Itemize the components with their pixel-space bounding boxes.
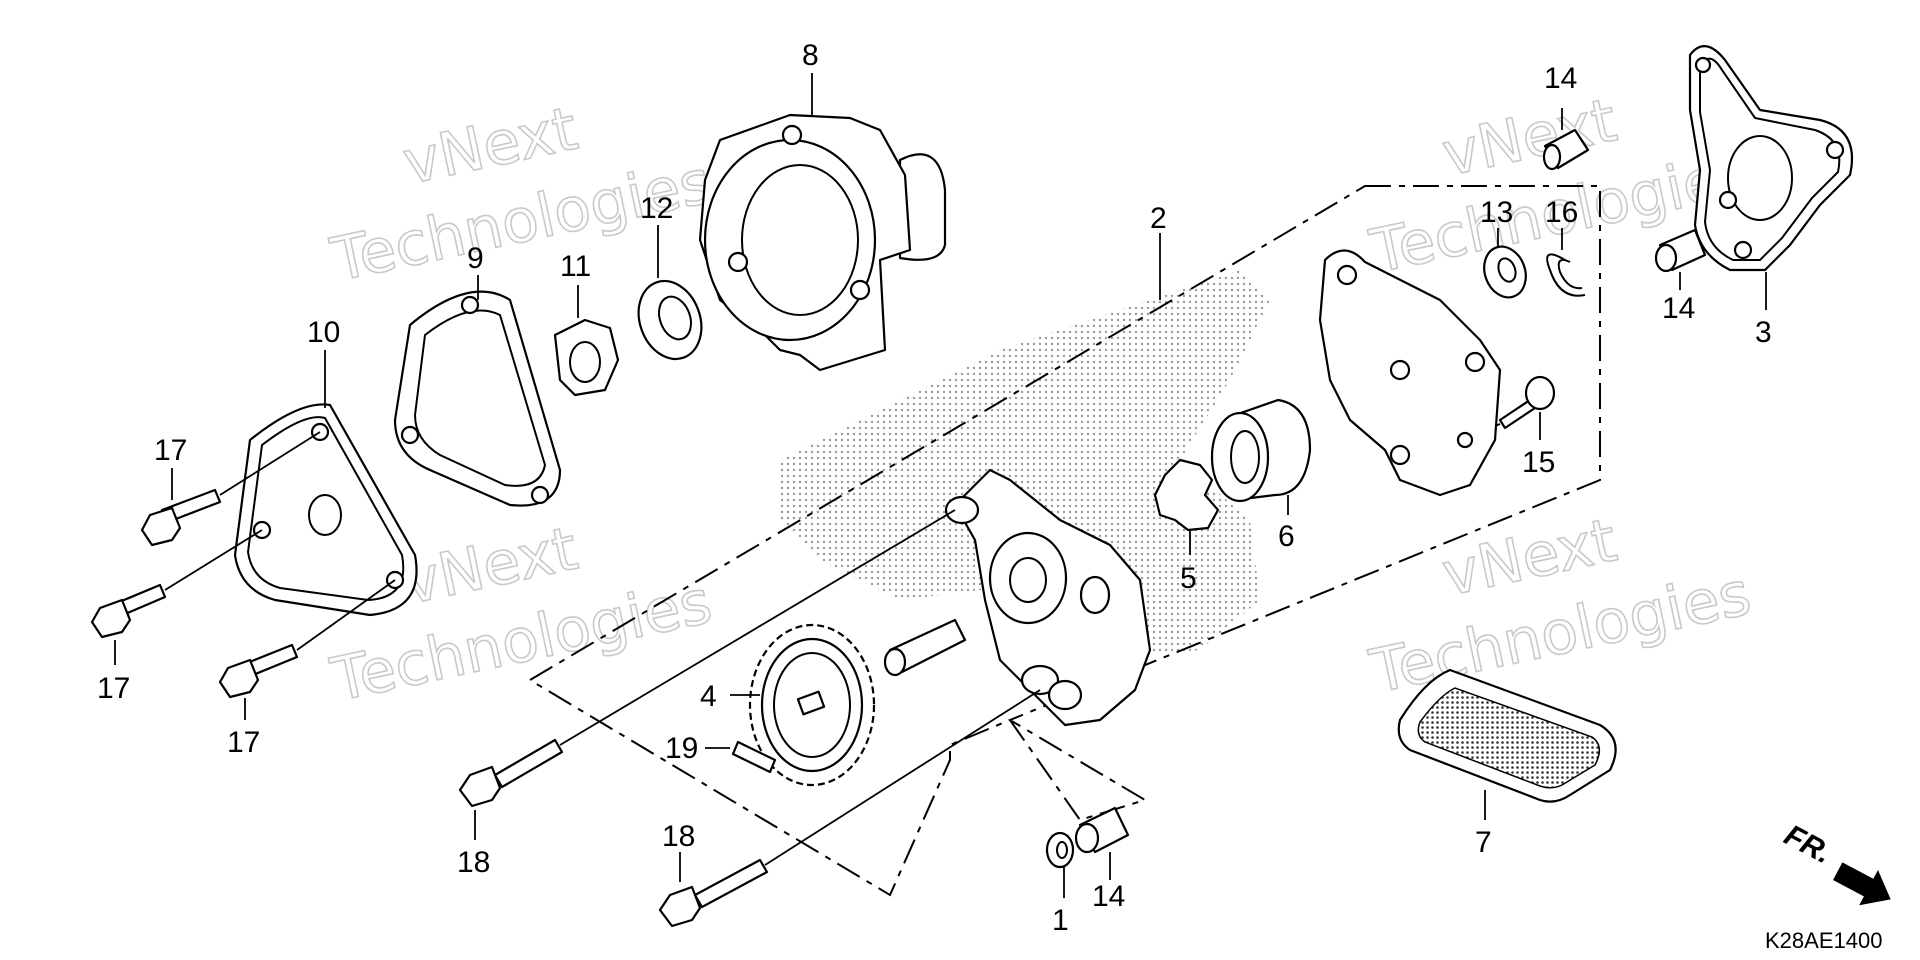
- engine-shading: [780, 270, 1270, 660]
- part-17-bolt-upper: [140, 431, 321, 547]
- part-7-strainer: [1397, 668, 1617, 803]
- part-5-inner-rotor: [1153, 458, 1220, 532]
- direction-label: FR.: [1779, 819, 1837, 871]
- part-9-gasket: [393, 290, 562, 507]
- callout-17-middle: 17: [97, 672, 130, 705]
- callout-18-lower: 18: [662, 820, 695, 853]
- part-2-shaft: [883, 618, 967, 677]
- front-direction-indicator: FR.: [1779, 819, 1891, 906]
- part-13-washer: [1483, 245, 1527, 299]
- callout-14-bottom: 14: [1092, 880, 1125, 913]
- part-2-pump-body: [944, 468, 1152, 727]
- callout-3: 3: [1755, 316, 1772, 349]
- watermark-bottom-left: vNext Technologies: [324, 513, 718, 717]
- part-18-bolt-lower: [658, 689, 1041, 928]
- watermark-bottom-right: vNext Technologies: [1363, 505, 1757, 709]
- callout-15: 15: [1522, 446, 1555, 479]
- part-4-gear: [748, 623, 876, 787]
- callout-17-upper: 17: [154, 434, 187, 467]
- part-17-bolt-lower: [218, 579, 396, 699]
- callout-13: 13: [1480, 196, 1513, 229]
- callout-12: 12: [640, 192, 673, 225]
- oil-pump-assembly-boundary: [528, 185, 1601, 897]
- callout-18-upper: 18: [457, 846, 490, 879]
- callout-5: 5: [1180, 562, 1197, 595]
- callout-2: 2: [1150, 202, 1167, 235]
- watermark-top-left: vNext Technologies: [324, 93, 718, 297]
- direction-arrow-icon: [1833, 862, 1891, 906]
- callout-16: 16: [1545, 196, 1578, 229]
- callout-7: 7: [1475, 826, 1492, 859]
- callout-labels: 1 2 3 4 5 6 7 8 9 10 11 12 13 14 14 14 1…: [97, 39, 1772, 937]
- callout-6: 6: [1278, 520, 1295, 553]
- part-15-screw: [1479, 375, 1556, 433]
- part-11-nut: [553, 318, 620, 397]
- callout-9: 9: [467, 242, 484, 275]
- callout-4: 4: [700, 680, 717, 713]
- part-6-outer-rotor: [1210, 398, 1312, 503]
- callout-1: 1: [1052, 904, 1069, 937]
- part-16-clip: [1546, 253, 1586, 297]
- part-14-dowel-bottom: [1074, 806, 1130, 854]
- diagram-reference-code: K28AE1400: [1765, 928, 1882, 953]
- part-17-bolt-middle: [90, 529, 263, 639]
- part-19-pin: [731, 740, 777, 774]
- part-3-plate: [1318, 249, 1502, 497]
- callout-10: 10: [307, 316, 340, 349]
- callout-17-lower: 17: [227, 726, 260, 759]
- leader-lines: [114, 73, 1767, 898]
- part-12-washer: [637, 279, 703, 361]
- part-1-washer: [1045, 831, 1075, 869]
- part-3-gasket: [1688, 45, 1854, 272]
- part-14-dowel-top: [1542, 128, 1590, 171]
- part-18-bolt-upper: [458, 509, 956, 808]
- callout-14-top: 14: [1544, 62, 1577, 95]
- callout-8: 8: [802, 39, 819, 72]
- part-8-housing: [698, 113, 947, 372]
- callout-14-right: 14: [1662, 292, 1695, 325]
- callout-19: 19: [665, 732, 698, 765]
- callout-11: 11: [560, 250, 591, 283]
- part-14-dowel-right: [1654, 228, 1707, 273]
